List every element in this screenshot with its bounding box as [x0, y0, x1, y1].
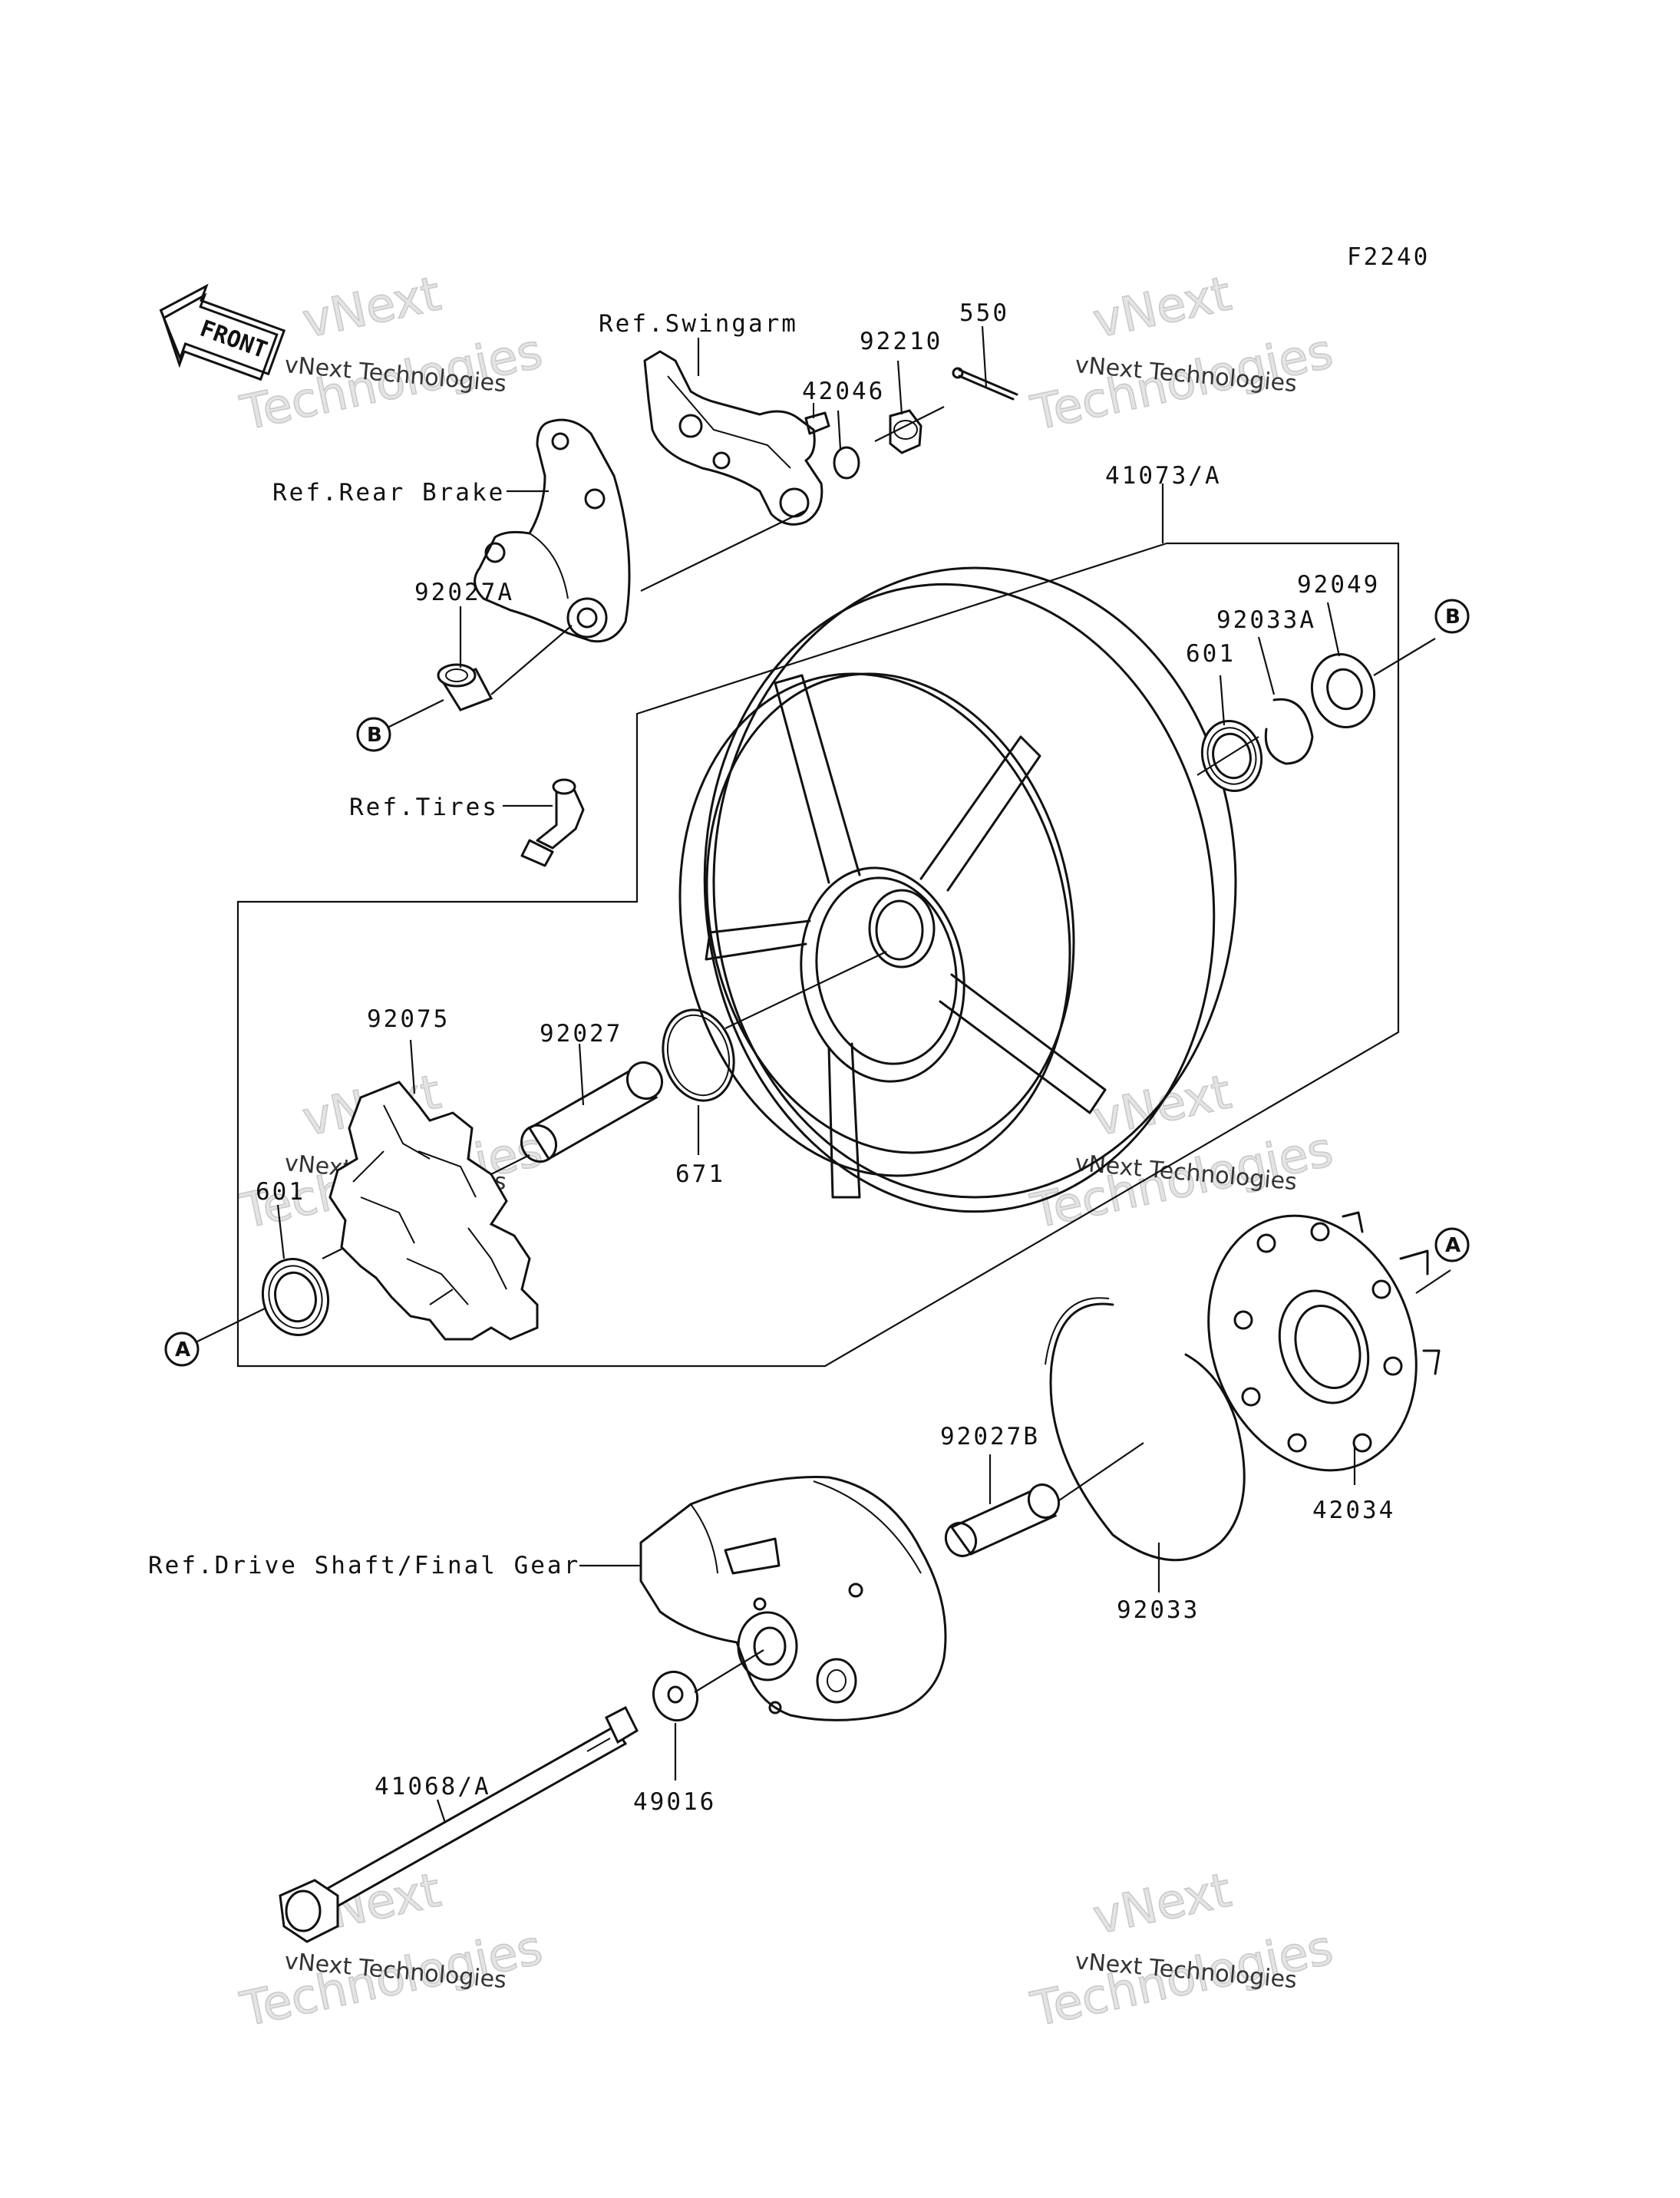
- label-550: 550: [959, 299, 1009, 327]
- label-ref-drive-shaft: Ref.Drive Shaft/Final Gear: [148, 1552, 580, 1579]
- rear-wheel: [678, 566, 1237, 1213]
- label-ref-swingarm: Ref.Swingarm: [599, 310, 798, 338]
- axle-41068a: [279, 1705, 639, 1943]
- label-41068a: 41068/A: [375, 1773, 491, 1800]
- watermark-bottom-left: vNext Technologies vNext Technologies: [235, 1861, 547, 2038]
- label-49016: 49016: [633, 1788, 716, 1816]
- final-gear-case: [639, 1475, 947, 1721]
- o-ring-671: [662, 1008, 735, 1102]
- label-92027a: 92027A: [414, 579, 514, 606]
- collar-92027a: [437, 663, 493, 711]
- swingarm-bracket: [643, 350, 830, 526]
- label-ref-tires: Ref.Tires: [349, 794, 499, 821]
- washer-49016: [652, 1670, 698, 1722]
- label-42046: 42046: [802, 378, 885, 405]
- label-92075: 92075: [367, 1005, 450, 1033]
- svg-text:A: A: [1445, 1234, 1461, 1257]
- seal-92049: [1310, 652, 1376, 729]
- label-671: 671: [675, 1160, 725, 1188]
- front-arrow-icon: FRONT: [159, 283, 286, 381]
- tire-valve: [520, 778, 585, 867]
- callout-a-right: A: [1434, 1227, 1470, 1262]
- watermark-bottom-right: vNext Technologies vNext Technologies: [1025, 1861, 1338, 2038]
- svg-text:vNext: vNext: [298, 266, 445, 349]
- bearing-601-right: [1200, 719, 1263, 793]
- coupling-hub-42034: [1207, 1211, 1441, 1472]
- rear-brake-bracket: [474, 418, 631, 643]
- callout-a-left: A: [164, 1332, 200, 1367]
- svg-text:vNext: vNext: [1088, 266, 1236, 349]
- nut-92210: [889, 409, 923, 454]
- callout-b-right: B: [1434, 599, 1470, 634]
- label-92049: 92049: [1297, 571, 1380, 599]
- svg-text:B: B: [367, 724, 382, 747]
- label-92027: 92027: [540, 1020, 622, 1048]
- label-42034: 42034: [1312, 1497, 1395, 1524]
- svg-text:vNext: vNext: [1088, 1064, 1236, 1147]
- label-41073a: 41073/A: [1105, 462, 1222, 490]
- watermark-mid-right: vNext Technologies vNext Technologies: [1025, 1063, 1338, 1240]
- label-601-top: 601: [1186, 640, 1236, 668]
- label-92027b: 92027B: [940, 1423, 1040, 1450]
- label-92033: 92033: [1117, 1596, 1200, 1624]
- label-92033a: 92033A: [1216, 606, 1316, 634]
- label-601-left: 601: [256, 1178, 305, 1206]
- svg-text:B: B: [1445, 606, 1461, 629]
- damper-92075: [328, 1081, 539, 1341]
- callout-b-left: B: [356, 717, 391, 752]
- figure-code: F2240: [1347, 243, 1430, 271]
- circlip-92033: [1049, 1302, 1246, 1562]
- label-92210: 92210: [860, 328, 942, 355]
- assembly-outline: [236, 542, 1400, 1368]
- svg-text:A: A: [175, 1338, 190, 1361]
- watermark-top-right: vNext Technologies vNext Technologies: [1025, 265, 1338, 442]
- label-ref-rear-brake: Ref.Rear Brake: [272, 479, 505, 507]
- watermark-top-left: vNext Technologies vNext Technologies: [235, 265, 547, 442]
- circlip-92033a: [1264, 698, 1314, 765]
- svg-text:vNext: vNext: [1088, 1862, 1236, 1946]
- collar-92027: [520, 1061, 664, 1163]
- washer-42046: [833, 446, 860, 480]
- bearing-601-left: [261, 1257, 330, 1337]
- collar-92027b: [944, 1483, 1061, 1557]
